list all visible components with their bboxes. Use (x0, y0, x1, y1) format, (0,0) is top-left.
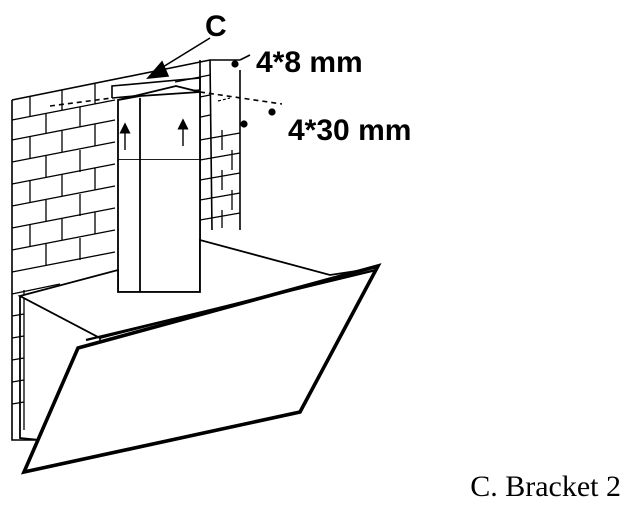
part-c-label: C (205, 10, 227, 43)
screw-icon (240, 120, 248, 128)
screws (217, 60, 276, 128)
screw-icon (268, 108, 276, 116)
hood-body (17, 238, 382, 475)
figure-caption: C. Bracket 2 (470, 470, 621, 503)
screw-4x30-label: 4*30 mm (288, 114, 411, 147)
chimney (117, 85, 201, 293)
callout-c-leader (146, 37, 211, 79)
lift-arrows (119, 118, 189, 150)
screw-icon (231, 60, 239, 68)
brick-wall (11, 54, 251, 441)
screw-4x8-label: 4*8 mm (256, 46, 363, 79)
